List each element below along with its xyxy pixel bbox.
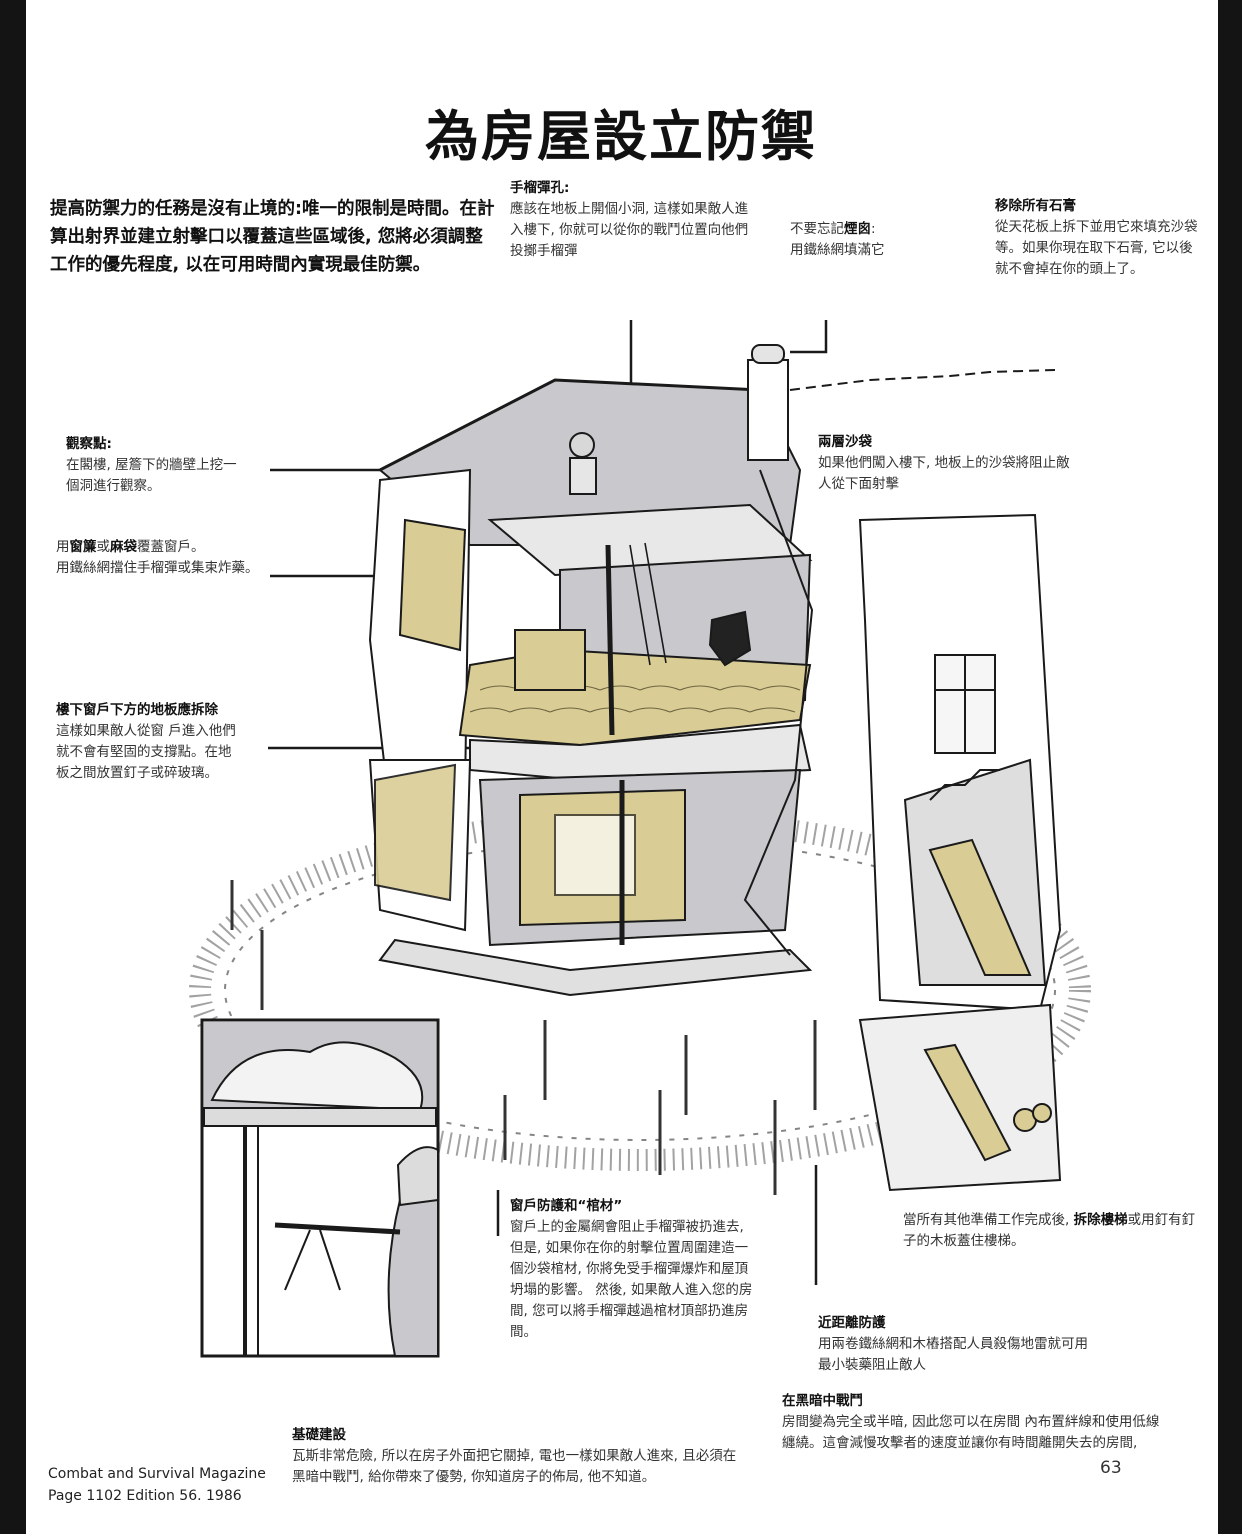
callout-body: 瓦斯非常危險, 所以在房子外面把它關掉, 電也一樣如果敵人進來, 且必須在黑暗中… (292, 1448, 737, 1485)
callout-windows: 用窗簾或麻袋覆蓋窗戶。 用鐵絲網擋住手榴彈或集束炸藥。 (56, 537, 266, 579)
callout-body: 用鐵絲網填滿它 (790, 242, 885, 258)
callout-plaster: 移除所有石膏 從天花板上拆下並用它來填充沙袋等。如果你現在取下石膏, 它以後就不… (995, 196, 1200, 280)
callout-heading: 移除所有石膏 (995, 198, 1076, 214)
callout-heading: 窗戶防護和“棺材” (510, 1198, 623, 1214)
citation-line: Combat and Survival Magazine (48, 1466, 266, 1482)
callout-body: 用鐵絲網擋住手榴彈或集束炸藥。 (56, 560, 259, 576)
callout-keyword: 煙囪 (844, 221, 871, 237)
main-house (368, 344, 1056, 997)
callout-chimney: 不要忘記煙囪: 用鐵絲網填滿它 (790, 219, 970, 261)
callout-heading: 手榴彈孔: (510, 180, 570, 196)
callout-floor-removal: 樓下窗戶下方的地板應拆除 這樣如果敵人從窗 戶進入他們就不會有堅固的支撐點。在地… (56, 700, 236, 784)
callout-heading: 觀察點: (66, 436, 112, 452)
callout-observation: 觀察點: 在閣樓, 屋簷下的牆壁上挖一個洞進行觀察。 (66, 434, 241, 497)
callout-heading: 樓下窗戶下方的地板應拆除 (56, 702, 218, 718)
callout-grenade-hole: 手榴彈孔: 應該在地板上開個小洞, 這樣如果敵人進入樓下, 你就可以從你的戰鬥位… (510, 178, 760, 262)
callout-keyword: 窗簾 (69, 539, 97, 555)
callout-body: 這樣如果敵人從窗 戶進入他們就不會有堅固的支撐點。在地板之間放置釘子或碎玻璃。 (56, 723, 236, 781)
callout-window-protection: 窗戶防護和“棺材” 窗戶上的金屬網會阻止手榴彈被扔進去, 但是, 如果你在你的射… (510, 1196, 760, 1343)
intro-paragraph: 提高防禦力的任務是沒有止境的:唯一的限制是時間。在計算出射界並建立射擊口以覆蓋這… (50, 199, 495, 275)
callout-keyword: 麻袋 (110, 539, 137, 555)
callout-heading: 在黑暗中戰鬥 (782, 1393, 863, 1409)
trench (858, 1003, 1062, 1192)
callout-foundation: 基礎建設 瓦斯非常危險, 所以在房子外面把它關掉, 電也一樣如果敵人進來, 且必… (292, 1425, 737, 1488)
callout-body: 窗戶上的金屬網會阻止手榴彈被扔進去, 但是, 如果你在你的射擊位置周圍建造一個沙… (510, 1219, 753, 1340)
citation-line: Page 1102 Edition 56. 1986 (48, 1488, 242, 1504)
callout-stairs: 當所有其他準備工作完成後, 拆除樓梯或用釘有釘子的木板蓋住樓梯。 (903, 1210, 1208, 1252)
page-title: 為房屋設立防禦 (425, 105, 817, 168)
callout-text: 覆蓋窗戶。 (137, 539, 205, 555)
barbed-wire-perimeter (189, 809, 1091, 1195)
callout-prefix: 當所有其他準備工作完成後, (903, 1212, 1070, 1228)
callout-suffix: 或用釘有釘子的木板蓋住樓梯。 (903, 1212, 1196, 1249)
callout-sandbags: 兩層沙袋 如果他們闖入樓下, 地板上的沙袋將阻止敵人從下面射擊 (818, 432, 1073, 495)
callout-text: 或 (96, 539, 111, 555)
callout-body: 應該在地板上開個小洞, 這樣如果敵人進入樓下, 你就可以從你的戰鬥位置向他們投擲… (510, 201, 749, 259)
callout-close-defence: 近距離防護 用兩卷鐵絲網和木樁搭配人員殺傷地雷就可用最小裝藥阻止敵人 (818, 1313, 1093, 1376)
callout-text: 用 (56, 539, 70, 555)
callout-suffix: : (871, 221, 876, 237)
neighbouring-building (858, 513, 1062, 1012)
callout-body: 在閣樓, 屋簷下的牆壁上挖一個洞進行觀察。 (66, 457, 237, 494)
callout-body: 房間變為完全或半暗, 因此您可以在房間 內布置絆線和使用低線纏繞。這會減慢攻擊者… (782, 1414, 1160, 1451)
callout-dark-fighting: 在黑暗中戰鬥 房間變為完全或半暗, 因此您可以在房間 內布置絆線和使用低線纏繞。… (782, 1391, 1167, 1454)
callout-body: 如果他們闖入樓下, 地板上的沙袋將阻止敵人從下面射擊 (818, 455, 1070, 492)
callout-body: 用兩卷鐵絲網和木樁搭配人員殺傷地雷就可用最小裝藥阻止敵人 (818, 1336, 1088, 1373)
callout-body: 從天花板上拆下並用它來填充沙袋等。如果你現在取下石膏, 它以後就不會掉在你的頭上… (995, 219, 1198, 277)
inset-mg-position (200, 1018, 440, 1358)
leader-chimney (790, 320, 828, 354)
page-number: 63 (1100, 1458, 1122, 1478)
source-citation: Combat and Survival Magazine Page 1102 E… (48, 1463, 266, 1507)
callout-heading: 近距離防護 (818, 1315, 886, 1331)
callout-heading: 基礎建設 (292, 1427, 346, 1443)
callout-heading: 兩層沙袋 (818, 434, 872, 450)
callout-prefix: 不要忘記 (790, 221, 844, 237)
callout-keyword: 拆除樓梯 (1073, 1212, 1128, 1228)
